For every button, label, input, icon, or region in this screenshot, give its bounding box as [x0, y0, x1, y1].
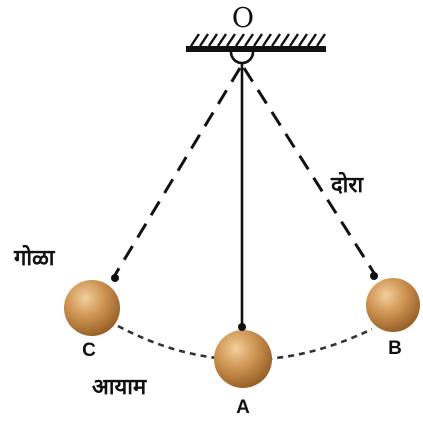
- point-label-c: C: [82, 340, 96, 361]
- attach-point-left: [111, 274, 119, 282]
- pivot-label: O: [232, 3, 254, 34]
- bob-right: [366, 278, 420, 332]
- amplitude-label: आयाम: [92, 375, 147, 400]
- attach-point-center: [238, 323, 246, 331]
- bob-center: [214, 330, 272, 388]
- bob-label: गोळा: [13, 244, 56, 271]
- point-label-b: B: [388, 338, 402, 359]
- point-label-a: A: [236, 397, 250, 418]
- string-left-dashed: [115, 68, 240, 275]
- ceiling-support: [186, 34, 326, 49]
- bob-left: [64, 280, 120, 336]
- string-label: दोरा: [330, 171, 364, 198]
- attach-point-right: [370, 272, 378, 280]
- string-right-dashed: [244, 68, 374, 273]
- pivot-hook: [231, 52, 253, 63]
